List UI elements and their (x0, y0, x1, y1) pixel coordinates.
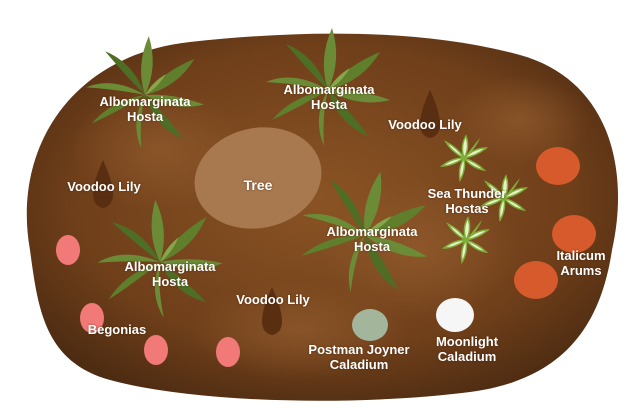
caladium-icon (352, 309, 388, 341)
voodoo-lily-label: Voodoo Lily (67, 179, 141, 194)
tree-label: Tree (243, 177, 273, 193)
voodoo-lily-label: Voodoo Lily (236, 292, 310, 307)
begonia-icon (56, 235, 80, 265)
voodoo-lily-label: Voodoo Lily (388, 117, 462, 132)
begonia-icon (216, 337, 240, 367)
begonia-icon (144, 335, 168, 365)
begonias-label: Begonias (87, 322, 147, 337)
italicum-arum-icon (536, 147, 580, 185)
italicum-arum-icon (552, 215, 596, 253)
caladium-icon (436, 298, 474, 332)
tree-icon (194, 127, 322, 229)
italicum-arum-icon (514, 261, 558, 299)
begonia-icon (80, 303, 104, 333)
